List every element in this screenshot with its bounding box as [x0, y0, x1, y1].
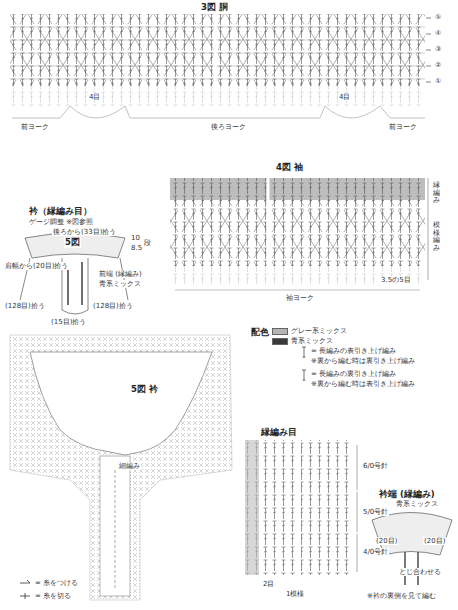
chart-label: 6/0号針 — [362, 462, 389, 470]
chart-label: (15目)拾う — [50, 318, 87, 326]
chart-label: とじ合わせる — [398, 568, 442, 576]
chart-label: 5/0号針 — [362, 508, 389, 516]
figure-title: 5図 — [64, 238, 81, 248]
chart-label: 前ヨーク — [20, 123, 50, 131]
legend-text: グレー系ミックス — [291, 326, 347, 336]
chart-label: 青系ミックス — [98, 280, 142, 288]
chart-label: = 長編みの表引き上げ編み — [310, 347, 397, 355]
chart-label: (20目) — [375, 537, 398, 545]
chart-label: 縁編み — [432, 182, 441, 205]
legend-text: 青系ミックス — [291, 336, 333, 346]
chart-label: (20目) — [423, 537, 446, 545]
chart-label: 青系ミックス — [395, 500, 439, 508]
chart-label: ④ — [434, 29, 442, 37]
chart-label: 2目 — [262, 580, 275, 588]
chart-label: 1模様 — [285, 590, 305, 598]
chart-label: ① — [434, 77, 442, 85]
figure-title: 衿端 (縁編み) — [378, 490, 436, 500]
chart-label: ※裏から編む時は裏引き上げ編み — [310, 357, 416, 365]
chart-label: 4目 — [88, 93, 101, 101]
chart-label: 4目 — [338, 93, 351, 101]
figure-title: 配色 — [250, 328, 270, 338]
figure-title: 縁編み目 — [260, 428, 298, 438]
legend-row: グレー系ミックス — [272, 326, 347, 336]
figure-title: 3図 胴 — [200, 3, 229, 13]
chart-label: 前端 (縁編み) — [98, 270, 143, 278]
chart-label: 袖ヨーク — [285, 294, 315, 302]
chart-label: 細編み — [118, 462, 141, 470]
chart-label: 3.5の5目 — [380, 276, 412, 284]
chart-label: (128目)拾う — [92, 302, 134, 310]
chart-label: ② — [434, 61, 442, 69]
chart-label: ゲージ調整 ※図参照 — [28, 218, 94, 226]
chart-label: = 糸をつける — [34, 579, 79, 587]
chart-label: 8.5 — [130, 244, 143, 252]
chart-label: = 糸を切る — [34, 592, 72, 600]
chart-label: 4/0号針 — [362, 548, 389, 556]
figure-title: 5図 衿 — [130, 385, 159, 395]
chart-label: 肩幅から(20目)拾う — [4, 262, 69, 270]
chart-label: ③ — [434, 45, 442, 53]
chart-label: 前ヨーク — [388, 123, 418, 131]
color-swatch — [272, 328, 288, 335]
figure-title: 4図 袖 — [275, 163, 304, 173]
color-swatch — [272, 338, 288, 345]
chart-label: 段 — [143, 239, 152, 247]
legend-row: 青系ミックス — [272, 336, 333, 346]
chart-label: ※衿の裏側を見て編む — [366, 592, 437, 600]
chart-label: 後ろから(33目)拾う — [52, 228, 117, 236]
chart-label: 模様編み — [432, 222, 441, 253]
chart-label: (128目)拾う — [4, 302, 46, 310]
chart-label: = 長編みの裏引き上げ編み — [310, 370, 397, 378]
chart-label: 後ろヨーク — [210, 123, 247, 131]
chart-label: ※裏から編む時は表引き上げ編み — [310, 380, 416, 388]
chart-label: 10 — [130, 234, 141, 242]
figure-title: 衿（縁編み目） — [28, 207, 93, 217]
chart-label: ⑤ — [434, 13, 442, 21]
